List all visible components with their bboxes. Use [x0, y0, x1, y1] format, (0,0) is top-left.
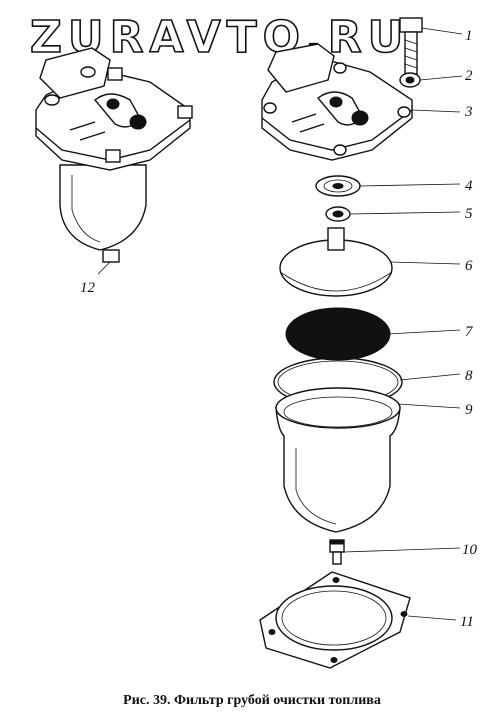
callout-2: 2 — [465, 68, 473, 84]
part-3-cover — [261, 43, 413, 161]
callout-12: 12 — [80, 280, 96, 296]
assembled-bolt — [107, 67, 123, 81]
part-7-filter-mesh — [285, 307, 391, 361]
figure-caption: Рис. 39. Фильтр грубой очистки топлива — [123, 693, 381, 708]
leader-lines — [97, 27, 463, 621]
part-1-bolt — [399, 17, 423, 75]
assembled-mounting-bracket — [39, 47, 111, 99]
part-2-washer — [399, 72, 421, 88]
part-4-seal — [315, 175, 361, 197]
assembled-drain-plug — [102, 249, 120, 263]
assembled-bolt — [105, 149, 121, 163]
part-5-nut — [325, 206, 351, 222]
callout-1: 1 — [465, 28, 473, 44]
callout-4: 4 — [465, 178, 473, 194]
part-6-reflector — [279, 227, 393, 297]
callout-5: 5 — [465, 206, 473, 222]
callout-6: 6 — [465, 258, 473, 274]
part-10-drain-plug — [329, 539, 345, 565]
assembled-bowl — [59, 164, 147, 251]
callout-11: 11 — [460, 614, 474, 630]
callout-7: 7 — [465, 324, 474, 340]
callout-3: 3 — [464, 104, 473, 120]
part-9-bowl — [275, 387, 401, 533]
assembled-filter — [35, 47, 193, 263]
callout-9: 9 — [465, 402, 473, 418]
callout-8: 8 — [465, 368, 473, 384]
part-11-clamp-ring — [259, 571, 411, 669]
assembled-bolt — [177, 105, 193, 119]
callout-10: 10 — [462, 542, 478, 558]
